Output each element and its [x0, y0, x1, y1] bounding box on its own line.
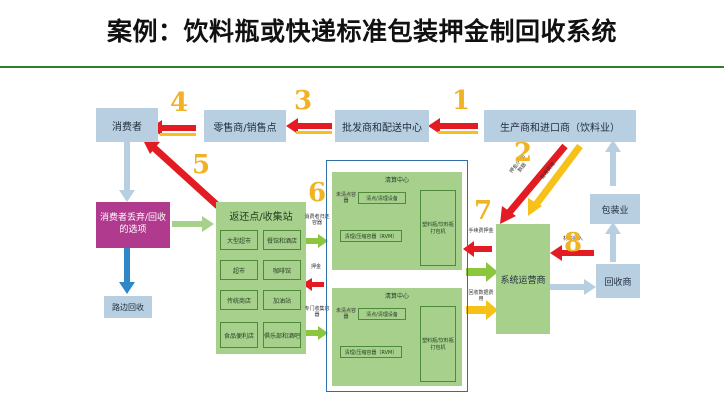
packaging-node: 包装业 [590, 194, 640, 224]
title-underline [0, 66, 724, 68]
step-number-2: 2 [514, 138, 533, 168]
curbside-node: 路边回收 [104, 296, 152, 318]
arrow-packaging-to-producer [605, 140, 621, 186]
operator-node: 系统运营商 [496, 224, 550, 334]
title-bar: 案例：饮料瓶或快递标准包装押金制回收系统 [0, 0, 724, 68]
step-number-7: 7 [474, 196, 493, 226]
green-arrow-center1-to-operator [466, 262, 498, 282]
label-op-data: 回收数据费用 [468, 290, 494, 302]
label-special-collect: 专门收集容器 [304, 306, 330, 318]
label-prod-fee: 管理费用 [539, 161, 557, 181]
label-deposit-left: 押金 [310, 264, 321, 270]
green-arrow-return-to-center1 [306, 234, 328, 248]
arrow-recycler-to-packaging [605, 222, 621, 262]
yellow-arrow-center2-to-operator [466, 300, 498, 320]
wholesaler-label: 批发商和配送中心 [342, 122, 422, 134]
clearing-center-1: 清算中心 未清点容器 清点/清理设备 清理/压缩容器（RVM） 塑料瓶/饮料瓶打… [332, 172, 462, 270]
discard-options-node: 消费者丢弃/回收的选项 [96, 202, 170, 248]
arrow-3 [286, 118, 332, 134]
step-number-3: 3 [294, 86, 313, 116]
return-cell-2: 餐馆和酒店 [263, 230, 301, 250]
clearing-centers-frame [326, 160, 468, 392]
center1-in-label: 未清点容器 [335, 192, 356, 204]
step-number-8: 8 [564, 228, 583, 258]
center1-out-box: 塑料瓶/饮料瓶打包机 [420, 190, 456, 266]
center1-step2: 清理/压缩容器（RVM） [340, 230, 402, 242]
return-cell-5: 传统商店 [220, 290, 258, 310]
green-arrow-discard-to-return [172, 216, 214, 232]
page-title: 案例：饮料瓶或快递标准包装押金制回收系统 [106, 17, 617, 46]
arrow-discard-to-curbside [119, 248, 135, 294]
center2-out-box: 塑料瓶/饮料瓶打包机 [420, 306, 456, 382]
recycler-node: 回收商 [596, 264, 640, 298]
return-cell-1: 大型超市 [220, 230, 258, 250]
recycler-label: 回收商 [604, 277, 632, 288]
producer-node: 生产商和进口商（饮料业） [484, 110, 636, 142]
curbside-label: 路边回收 [112, 302, 144, 312]
return-cell-4: 咖啡馆 [263, 260, 301, 280]
step-number-4: 4 [170, 88, 189, 118]
retailer-label: 零售商/销售点 [213, 122, 277, 134]
return-cell-3: 超市 [220, 260, 258, 280]
retailer-node: 零售商/销售点 [204, 110, 286, 142]
return-points-label: 返还点/收集站 [229, 212, 293, 223]
arrow-1 [428, 118, 478, 134]
center2-step1: 清点/清理设备 [358, 308, 406, 320]
return-cell-7: 食品便利店 [220, 322, 258, 348]
center1-title: 清算中心 [384, 177, 409, 184]
arrow-operator-to-recycler [550, 279, 596, 295]
center2-in-label: 未清点容器 [335, 308, 356, 320]
arrow-consumer-to-discard [119, 142, 135, 202]
step-number-6: 6 [308, 178, 327, 208]
wholesaler-node: 批发商和配送中心 [335, 110, 429, 142]
center1-step1: 清点/清理设备 [358, 192, 406, 204]
green-arrow-return-to-center2 [306, 326, 328, 340]
clearing-center-2: 清算中心 未清点容器 清点/清理设备 清理/压缩容器（RVM） 塑料瓶/饮料瓶打… [332, 288, 462, 386]
return-cell-8: 俱乐部和酒吧 [263, 322, 301, 348]
consumer-node: 消费者 [96, 108, 158, 142]
center2-title: 清算中心 [384, 293, 409, 300]
center2-step2: 清理/压缩容器（RVM） [340, 346, 402, 358]
operator-label: 系统运营商 [500, 275, 546, 286]
packaging-label: 包装业 [601, 205, 629, 216]
arrow-2 [500, 143, 583, 224]
producer-label: 生产商和进口商（饮料业） [500, 122, 620, 134]
step-number-1: 1 [452, 86, 471, 116]
discard-options-label: 消费者丢弃/回收的选项 [99, 213, 167, 235]
label-material-income: 材料收入 [562, 236, 583, 242]
step-number-5: 5 [192, 150, 211, 180]
label-consumer-return: 消费者归还容器 [304, 214, 330, 226]
consumer-label: 消费者 [112, 121, 142, 133]
label-op-fee: 手续费押金 [468, 228, 494, 234]
return-cell-6: 加油站 [263, 290, 301, 310]
